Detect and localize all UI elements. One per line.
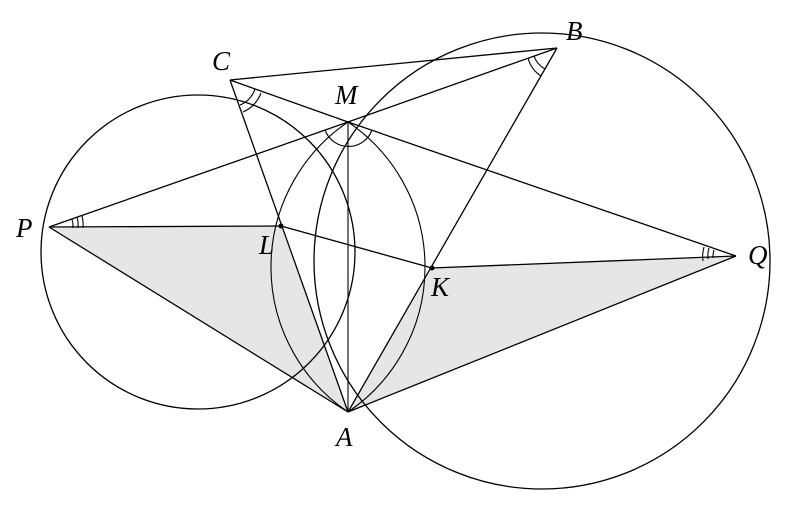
segment-BA: [347, 47, 558, 413]
segment-AQ: [347, 255, 737, 413]
label-A: A: [334, 422, 353, 452]
arc-MA-right: [347, 121, 426, 413]
segment-MQ: [347, 121, 737, 257]
segment-PM: [48, 121, 349, 228]
label-L: L: [258, 230, 274, 260]
label-C: C: [212, 46, 231, 76]
label-K: K: [430, 272, 451, 302]
label-M: M: [334, 80, 359, 110]
label-B: B: [566, 16, 583, 46]
arc-MA-left: [270, 121, 349, 413]
label-Q: Q: [748, 240, 768, 270]
segment-LK: [280, 225, 433, 269]
angle-marker-P: [71, 215, 84, 229]
label-P: P: [15, 213, 33, 243]
circle-left: [40, 94, 356, 410]
segment-CB: [229, 47, 558, 81]
segment-CM: [229, 79, 349, 123]
circle-right: [313, 32, 771, 490]
segment-CA: [229, 79, 349, 413]
angle-marker-M: [324, 129, 373, 147]
angle-marker-Q: [702, 246, 715, 262]
point-K-dot: [429, 265, 435, 271]
segment-PA: [48, 226, 349, 413]
segment-BM: [347, 47, 558, 123]
angle-marker-B: [527, 55, 546, 77]
segment-KQ: [431, 255, 737, 269]
segment-PL: [48, 225, 282, 228]
point-L-dot: [278, 223, 284, 229]
angle-marker-C: [239, 88, 262, 113]
